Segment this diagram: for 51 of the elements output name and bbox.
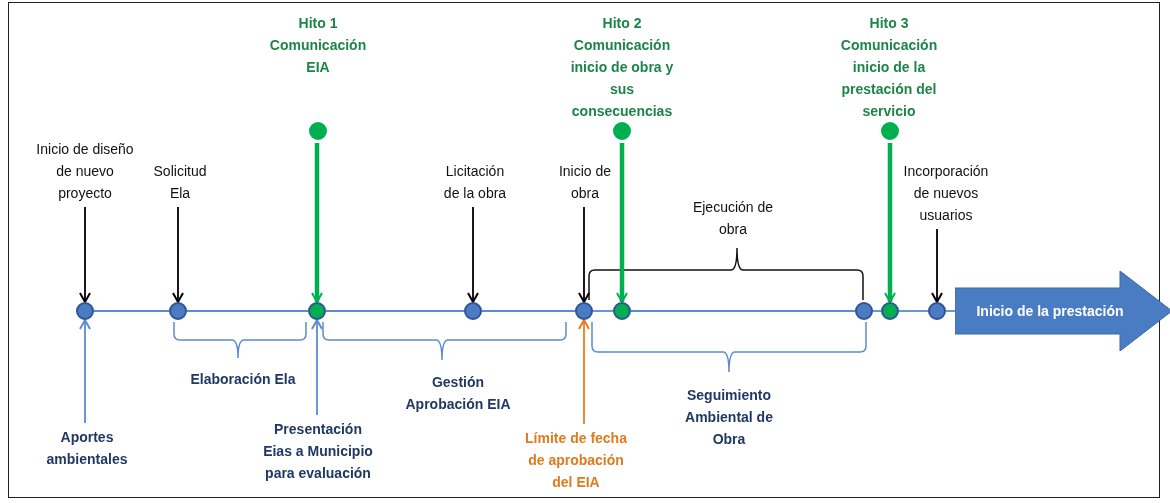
timeline-line: [898, 310, 929, 312]
arrow: [931, 228, 943, 303]
annotation-label: Límite de fecha de aprobación del EIA: [524, 429, 628, 492]
event-label: Solicitud Ela: [152, 162, 208, 203]
arrow: [467, 206, 479, 303]
phase-label: Ejecución de obra: [691, 198, 775, 239]
timeline-line: [872, 310, 882, 312]
arrow: [311, 319, 323, 416]
arrow: [616, 143, 628, 303]
arrow: [578, 319, 590, 425]
timeline-line: [945, 310, 956, 312]
timeline-marker: [881, 302, 899, 320]
milestone-label: Comunicación inicio de obra y sus consecuencias: [569, 36, 675, 121]
phase-label: Elaboración Ela: [189, 370, 297, 389]
milestone-dot: [309, 122, 327, 140]
event-label: Licitación de la obra: [442, 162, 508, 203]
event-label: Incorporación de nuevos usuarios: [902, 162, 990, 225]
timeline-marker: [575, 302, 593, 320]
arrow-text: Inicio de la prestación: [975, 302, 1125, 321]
event-label: Inicio de diseño de nuevo proyecto: [35, 140, 135, 203]
timeline-marker: [928, 302, 946, 320]
milestone-dot: [881, 122, 899, 140]
arrow: [79, 206, 91, 303]
arrow: [884, 143, 896, 303]
event-label: Inicio de obra: [557, 162, 613, 203]
phase-label: Seguimiento Ambiental de Obra: [684, 386, 774, 449]
timeline-marker: [613, 302, 631, 320]
milestone-label: Hito 2: [602, 14, 642, 33]
arrow: [311, 143, 323, 303]
milestone-label: Comunicación inicio de la prestación del servicio: [839, 36, 939, 121]
timeline-line: [186, 310, 309, 312]
arrow: [79, 319, 91, 424]
timeline-marker: [308, 302, 326, 320]
timeline-line: [93, 310, 170, 312]
milestone-label: Hito 1: [298, 14, 338, 33]
milestone-label: Comunicación EIA: [268, 36, 368, 77]
timeline-line: [630, 310, 856, 312]
timeline-marker: [855, 302, 873, 320]
milestone-dot: [613, 122, 631, 140]
phase-label: Gestión Aprobación EIA: [404, 373, 512, 414]
annotation-label: Presentación Eias a Municipio para evaluación: [262, 420, 374, 483]
arrow: [172, 206, 184, 303]
timeline-line: [325, 310, 465, 312]
arrow: [578, 206, 590, 303]
milestone-label: Hito 3: [869, 14, 909, 33]
timeline-marker: [464, 302, 482, 320]
annotation-label: Aportes ambientales: [45, 428, 129, 469]
timeline-marker: [169, 302, 187, 320]
timeline-marker: [76, 302, 94, 320]
timeline-line: [592, 310, 614, 312]
timeline-line: [481, 310, 576, 312]
